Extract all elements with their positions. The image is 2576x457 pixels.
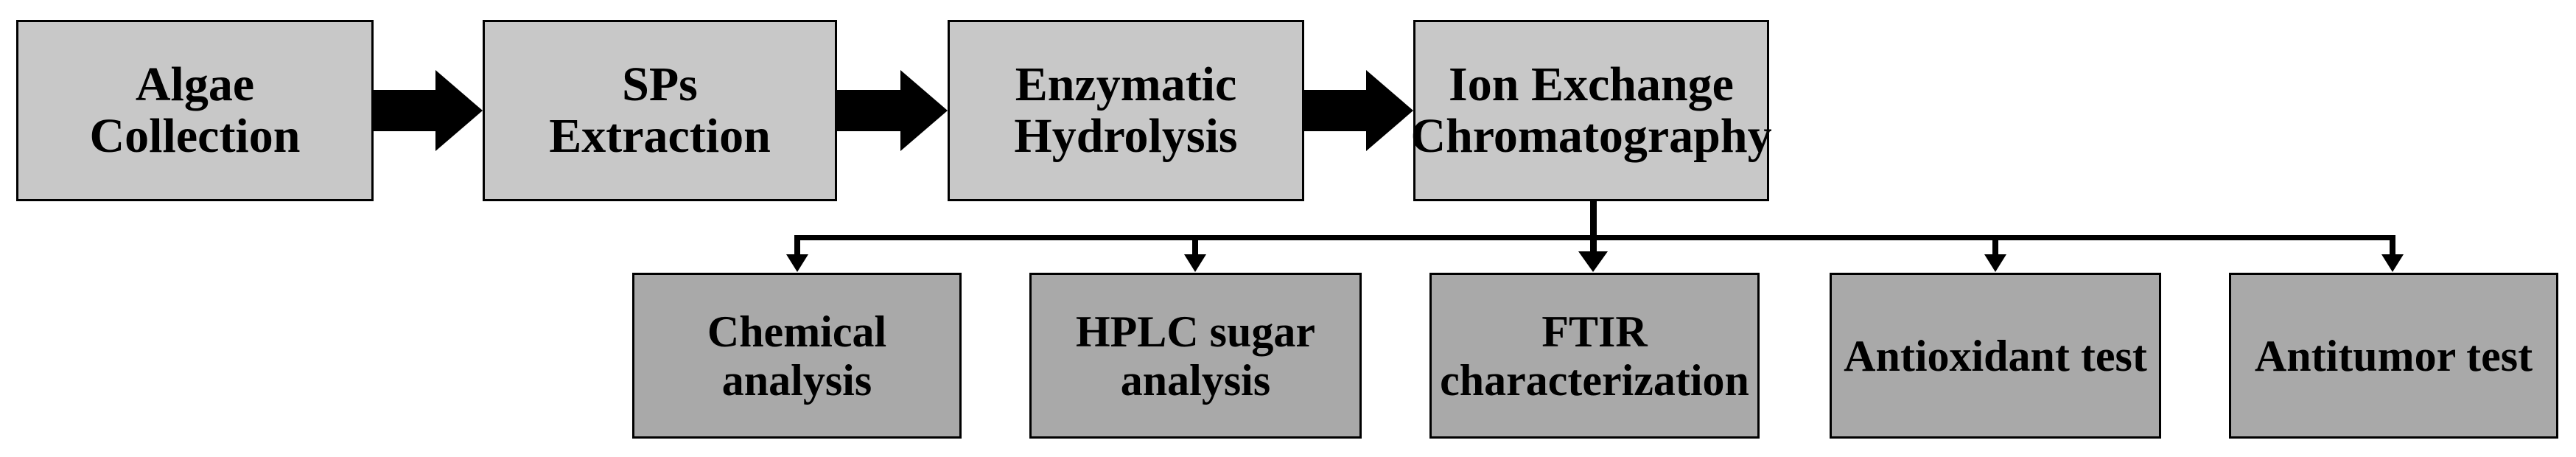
flow-step-antitumor-test: Antitumor test bbox=[2229, 273, 2558, 439]
connector-line-drop-hplc bbox=[1192, 240, 1198, 256]
step-label: Algae Collection bbox=[89, 57, 301, 163]
step-label: Enzymatic Hydrolysis bbox=[1014, 57, 1238, 163]
arrow-head-icon bbox=[2381, 254, 2404, 272]
flow-step-antioxidant-test: Antioxidant test bbox=[1830, 273, 2161, 439]
block-arrow-head bbox=[435, 70, 483, 151]
flow-step-ion-exchange-chromatography: Ion Exchange Chromatography bbox=[1410, 20, 1772, 201]
arrow-head-icon bbox=[786, 254, 808, 272]
flow-step-chemical-analysis: Chemical analysis bbox=[632, 273, 962, 439]
step-label: Ion Exchange Chromatography bbox=[1410, 57, 1772, 163]
connector-line-horizontal-bus bbox=[794, 235, 2395, 240]
flow-step-ftir-characterization: FTIR characterization bbox=[1429, 273, 1760, 439]
step-label: Antioxidant test bbox=[1844, 331, 2147, 380]
flow-step-enzymatic-hydrolysis: Enzymatic Hydrolysis bbox=[948, 20, 1304, 201]
connector-line-drop-left-end bbox=[794, 235, 800, 256]
block-arrow-shaft bbox=[1303, 90, 1368, 131]
arrow-head-icon bbox=[1578, 251, 1608, 272]
step-label: Antitumor test bbox=[2254, 331, 2533, 380]
arrow-head-icon bbox=[1984, 254, 2006, 272]
step-label: Chemical analysis bbox=[707, 307, 887, 405]
step-label: HPLC sugar analysis bbox=[1075, 307, 1316, 405]
block-arrow-shaft bbox=[836, 90, 902, 131]
connector-line-vertical-main bbox=[1590, 201, 1597, 254]
connector-line-drop-right-end bbox=[2390, 235, 2395, 256]
block-arrow-head bbox=[1366, 70, 1413, 151]
step-label: FTIR characterization bbox=[1440, 307, 1749, 405]
flow-step-hplc-sugar-analysis: HPLC sugar analysis bbox=[1029, 273, 1362, 439]
step-label: SPs Extraction bbox=[549, 57, 771, 163]
arrow-head-icon bbox=[1184, 254, 1206, 272]
block-arrow-head bbox=[900, 70, 948, 151]
flow-step-sps-extraction: SPs Extraction bbox=[483, 20, 837, 201]
block-arrow-shaft bbox=[372, 90, 437, 131]
connector-line-drop-antioxidant bbox=[1992, 240, 1998, 256]
flow-step-algae-collection: Algae Collection bbox=[16, 20, 374, 201]
